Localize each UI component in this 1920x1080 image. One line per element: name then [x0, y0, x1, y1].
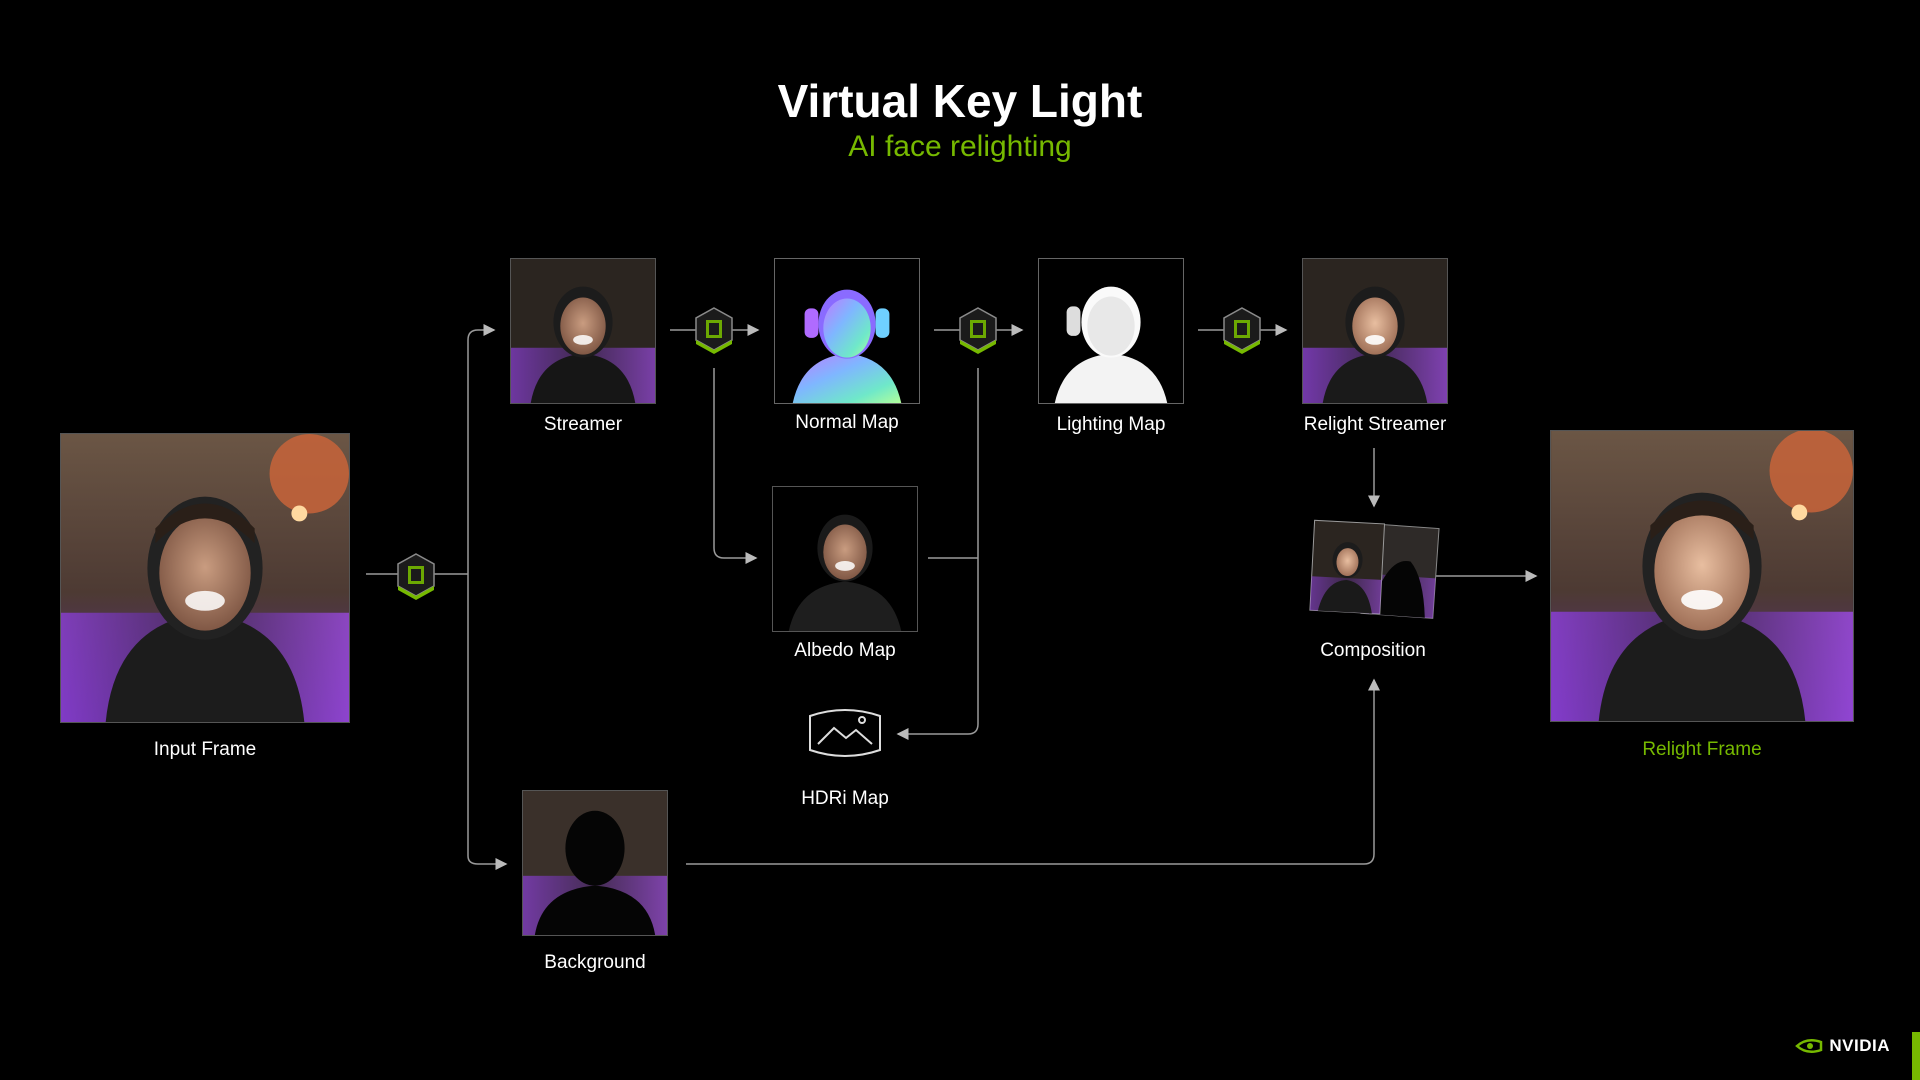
streamer-label: Streamer: [543, 414, 623, 435]
albedo-map-image: [772, 486, 918, 632]
background-label: Background: [544, 952, 646, 973]
nvidia-logo-text: NVIDIA: [1829, 1036, 1890, 1055]
hdri-map-label: HDRi Map: [801, 788, 889, 809]
nvidia-chip-icon: [397, 553, 435, 600]
albedo-map-label: Albedo Map: [794, 640, 896, 661]
normal-map-image: [774, 258, 920, 404]
lighting-map-label: Lighting Map: [1056, 414, 1166, 435]
relight-frame-image: [1550, 430, 1854, 722]
relight-streamer-label: Relight Streamer: [1303, 414, 1447, 435]
nvidia-chip-icon: [695, 307, 733, 354]
input-frame-image: [60, 433, 350, 723]
slide-subtitle: AI face relighting: [848, 130, 1072, 163]
normal-map-label: Normal Map: [795, 412, 899, 433]
input-frame-label: Input Frame: [153, 739, 257, 760]
background-image: [522, 790, 668, 936]
composition-image: [1309, 519, 1440, 619]
accent-corner-bar: [1912, 1032, 1920, 1080]
nvidia-eye-logo-icon: [1795, 1038, 1823, 1054]
hdri-panorama-icon: [809, 709, 881, 757]
nvidia-chip-icon: [959, 307, 997, 354]
streamer-image: [510, 258, 656, 404]
nvidia-chip-icon: [1223, 307, 1261, 354]
relight-frame-label: Relight Frame: [1642, 739, 1762, 760]
slide-title: Virtual Key Light: [777, 75, 1143, 127]
composition-label: Composition: [1320, 640, 1426, 661]
lighting-map-image: [1038, 258, 1184, 404]
relight-streamer-image: [1302, 258, 1448, 404]
nvidia-logo: NVIDIA: [1795, 1036, 1890, 1056]
